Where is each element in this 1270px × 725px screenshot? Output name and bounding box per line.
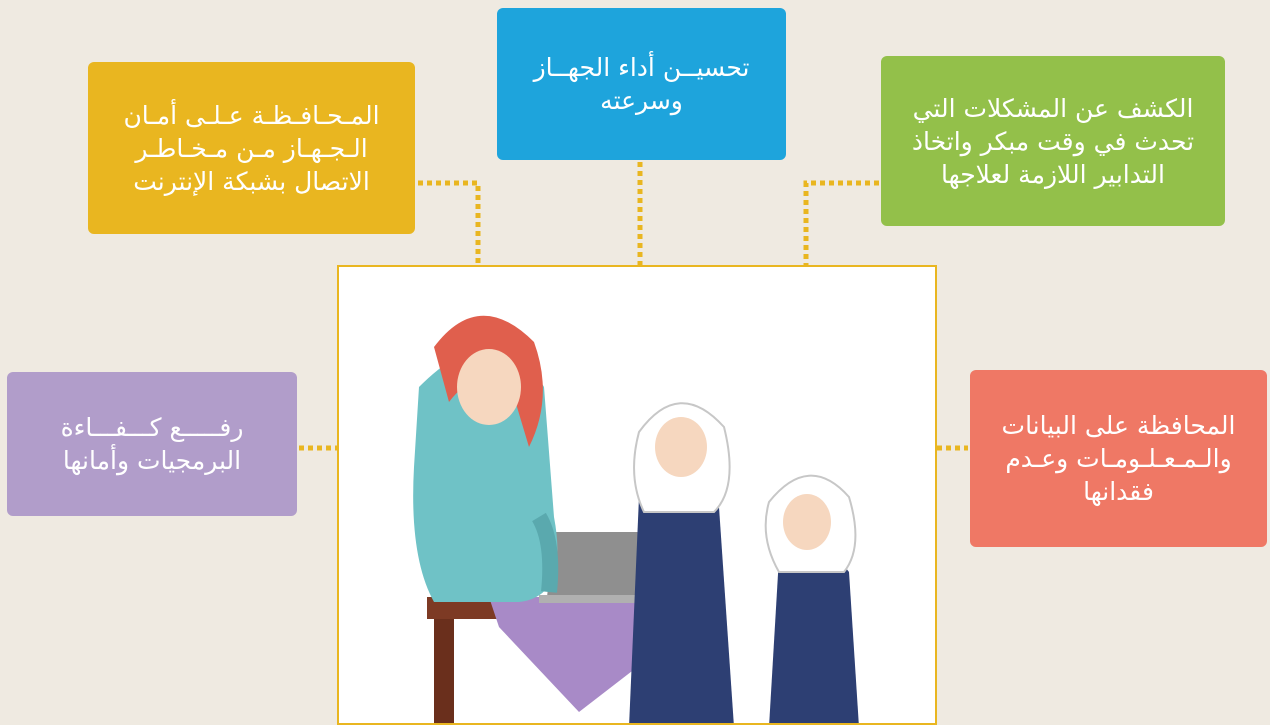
box-text-line: الكشف عن المشكلات التي [912, 93, 1194, 123]
teacher-hijab [434, 315, 543, 447]
illustration-frame [337, 265, 937, 725]
laptop-base [539, 595, 649, 603]
box-text-line: المحافظة على البيانات [1001, 411, 1236, 440]
box-data-preservation: المحافظة على البيانات والـمـعـلـومـات وع… [970, 370, 1267, 547]
teacher-and-students-at-laptop-illustration [413, 315, 859, 723]
table-leg [434, 619, 454, 723]
student-uniform [769, 549, 859, 723]
box-text-line: فقدانها [1083, 477, 1154, 506]
box-text-line: تحدث في وقت مبكر واتخاذ [911, 126, 1195, 156]
box-text-line: تحسيــن أداء الجهــاز [533, 53, 750, 82]
box-text-line: وسرعته [600, 86, 683, 115]
teacher-arm [531, 512, 559, 593]
box-text-line: الـجـهـاز مـن مـخـاطـر [135, 133, 368, 163]
connector-top-left [418, 180, 481, 265]
box-early-detection: الكشف عن المشكلات التي تحدث في وقت مبكر … [881, 56, 1225, 226]
box-text-line: الاتصال بشبكة الإنترنت [133, 166, 370, 196]
connector-top-right [803, 180, 879, 265]
box-text-line: رفـــــع كـــفـــاءة [60, 413, 244, 442]
laptop-screen [547, 532, 644, 597]
box-text-line: التدابير اللازمة لعلاجها [941, 159, 1165, 189]
box-text-line: البرمجيات وأمانها [62, 446, 242, 475]
box-text-line: والـمـعـلـومـات وعـدم [1005, 444, 1232, 473]
student-face [783, 494, 831, 550]
box-improve-performance: تحسيــن أداء الجهــاز وسرعته [497, 8, 786, 160]
teacher-face [457, 349, 521, 425]
student-face [655, 417, 707, 477]
box-text-line: المـحـافـظـة عـلـى أمـان [123, 100, 380, 130]
box-software-efficiency: رفـــــع كـــفـــاءة البرمجيات وأمانها [7, 372, 297, 516]
student-uniform [629, 484, 734, 723]
box-device-security: المـحـافـظـة عـلـى أمـان الـجـهـاز مـن م… [88, 62, 415, 234]
